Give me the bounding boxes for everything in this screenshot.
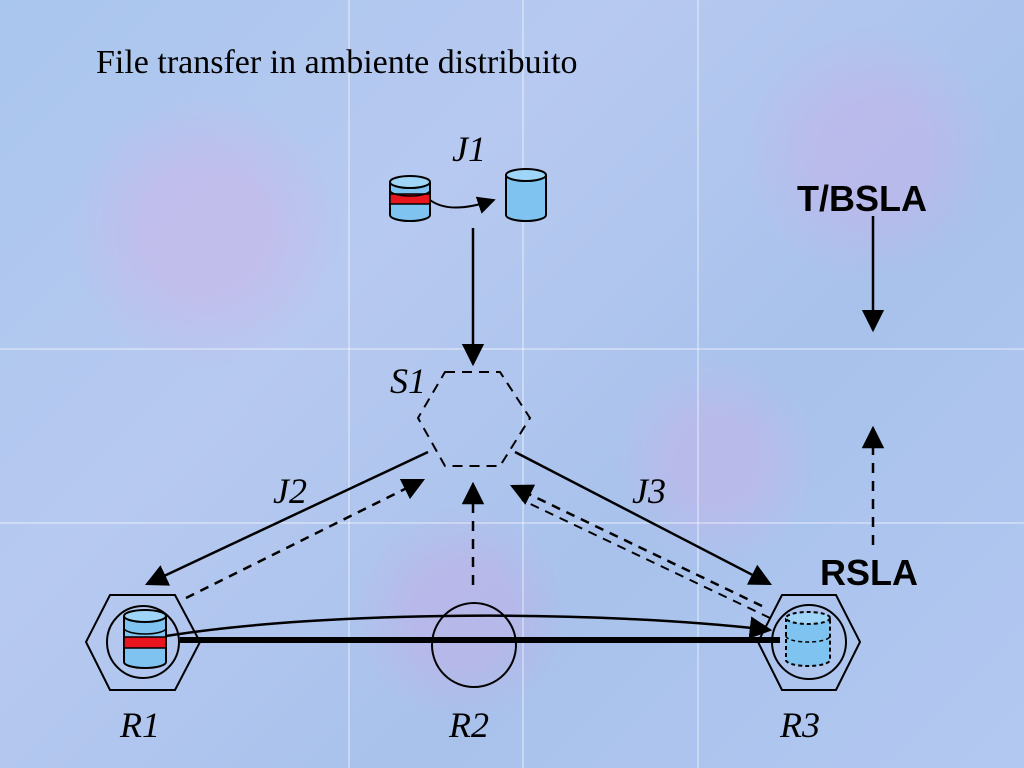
- file-transfer-arrow-r1-r3: [165, 614, 773, 639]
- r1-node: [84, 594, 202, 691]
- label-tbsla: T/BSLA: [797, 178, 927, 219]
- grid-line: [0, 348, 1024, 350]
- grid-line: [0, 522, 1024, 524]
- r1-to-s1-dashed-arrow: [185, 478, 426, 600]
- label-j1: J1: [452, 129, 486, 169]
- j1-source-storage-icon: [389, 175, 431, 222]
- label-j3: J3: [632, 471, 666, 511]
- grid-line: [697, 0, 699, 768]
- r3-to-s1-dashed-arrow-a: [509, 484, 763, 608]
- r3-to-s1-dashed-arrow-b: [521, 499, 771, 619]
- label-r1: R1: [120, 705, 160, 745]
- j1-transfer-arrow: [429, 196, 496, 214]
- label-r2: R2: [449, 705, 489, 745]
- label-r3: R3: [780, 705, 820, 745]
- grid-line: [522, 0, 524, 768]
- s1-scheduler-hexagon: [416, 371, 532, 467]
- label-rsla: RSLA: [820, 552, 918, 593]
- r1-storage-icon: [123, 609, 167, 669]
- label-s1: S1: [390, 361, 426, 401]
- grid-line: [348, 0, 350, 768]
- s1-to-r1-arrow: [144, 450, 429, 586]
- r3-storage-icon: [785, 611, 831, 667]
- label-j2: J2: [273, 471, 307, 511]
- r2-node-circle: [431, 602, 517, 688]
- s1-to-r3-arrow: [514, 450, 772, 586]
- j1-destination-storage-icon: [505, 168, 547, 222]
- slide-title: File transfer in ambiente distribuito: [96, 44, 578, 81]
